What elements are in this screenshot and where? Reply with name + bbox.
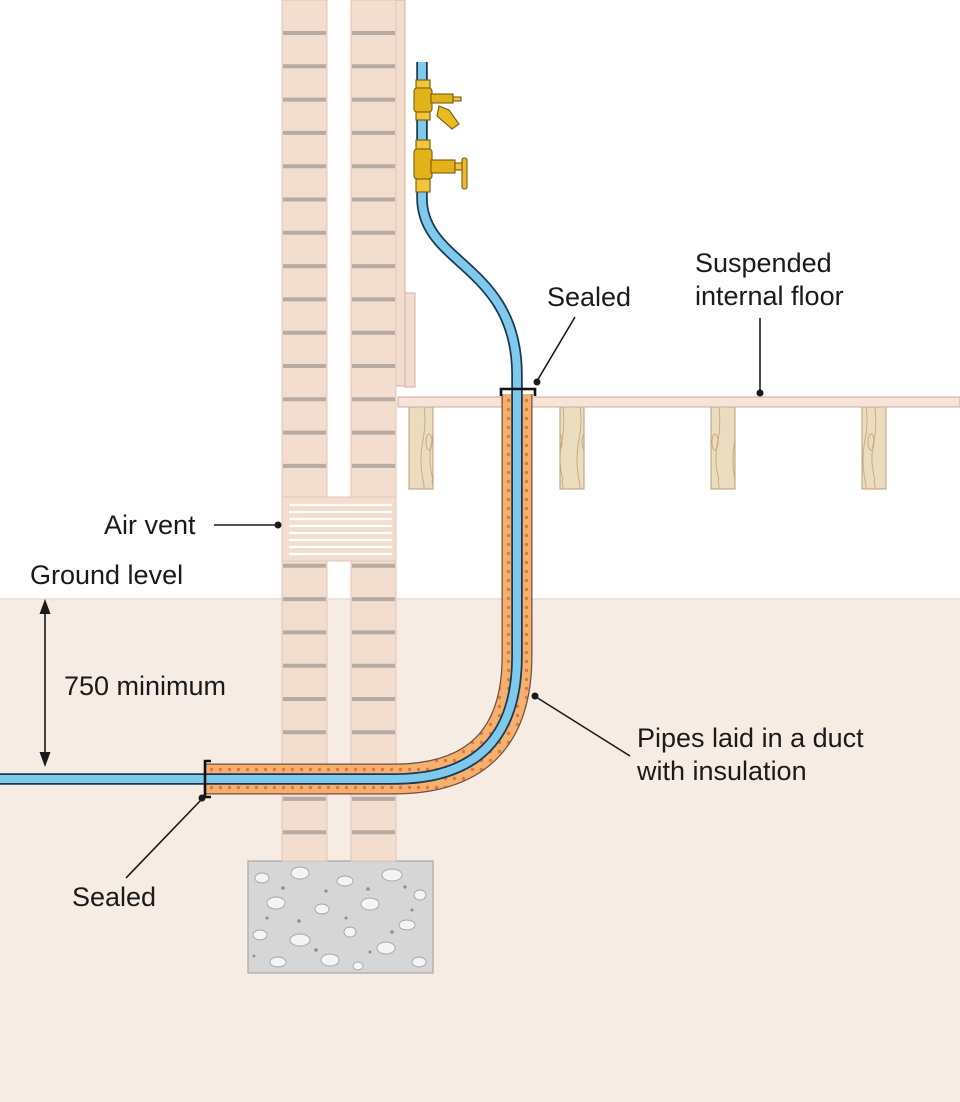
- sole-plate: [404, 292, 416, 388]
- inner-brick-leaf: [350, 0, 397, 862]
- stop-valve-icon: [413, 139, 468, 193]
- duct-seal-top: [499, 387, 537, 396]
- air-vent-grille: [281, 496, 397, 562]
- ground: [0, 599, 960, 1102]
- label-ground-level: Ground level: [30, 560, 183, 590]
- floor-boards: [397, 396, 960, 408]
- label-sealed-top: Sealed: [533, 282, 631, 386]
- duct-seal-bottom: [203, 759, 211, 799]
- label-duct-line2: with insulation: [636, 756, 807, 786]
- label-suspended-floor: Suspended internal floor: [695, 248, 844, 397]
- label-suspended-floor-line2: internal floor: [695, 281, 844, 311]
- dimension-750: 750 minimum: [39, 599, 226, 767]
- concrete-footing: [247, 860, 434, 974]
- label-duct: Pipes laid in a duct with insulation: [531, 692, 864, 786]
- drain-valve-icon: [413, 79, 462, 130]
- label-sealed-top-text: Sealed: [547, 282, 631, 312]
- label-suspended-floor-line1: Suspended: [695, 248, 832, 278]
- label-air-vent: Air vent: [104, 510, 282, 540]
- label-sealed-bottom-text: Sealed: [72, 882, 156, 912]
- mortar-joints: [283, 31, 326, 835]
- outer-brick-leaf: [281, 0, 328, 862]
- label-duct-line1: Pipes laid in a duct: [637, 723, 864, 753]
- label-750-minimum: 750 minimum: [64, 671, 226, 701]
- label-sealed-bottom: Sealed: [72, 794, 206, 912]
- label-air-vent-text: Air vent: [104, 510, 196, 540]
- floor-joists: [408, 406, 887, 490]
- wall-lining: [395, 0, 406, 387]
